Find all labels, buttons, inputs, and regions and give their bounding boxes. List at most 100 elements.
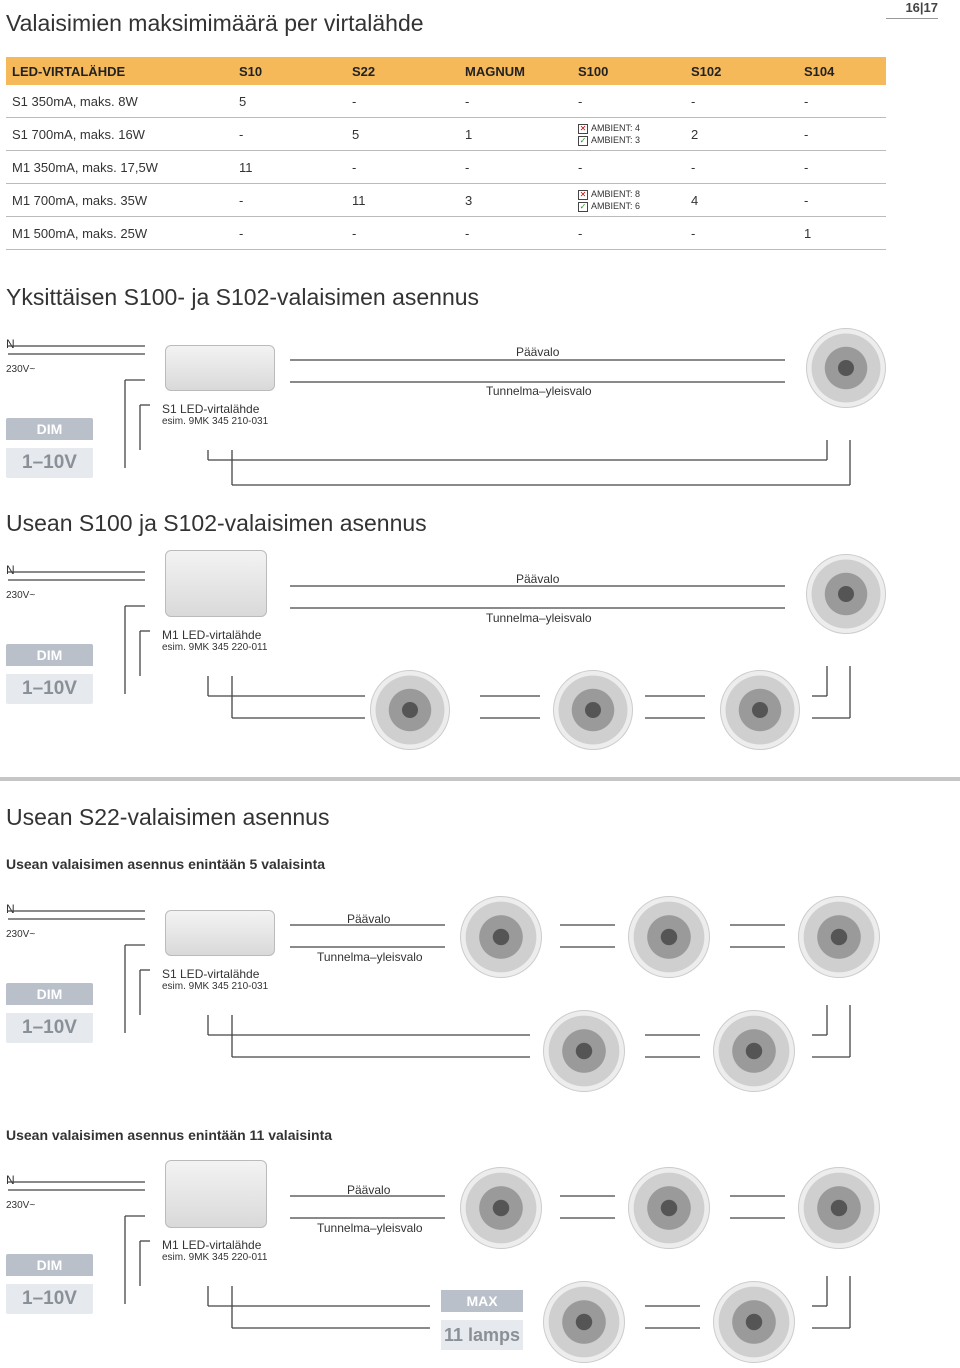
table-cell: M1 500mA, maks. 25W xyxy=(6,216,233,250)
section-title: Yksittäisen S100- ja S102-valaisimen ase… xyxy=(6,284,480,310)
table-cell: 1 xyxy=(798,216,886,250)
table-row: M1 350mA, maks. 17,5W 11 - - - - - xyxy=(6,150,886,184)
luminaire-image xyxy=(460,896,542,978)
luminaire-image xyxy=(370,670,450,750)
table-cell: - xyxy=(798,85,886,118)
voltage-label: 230V~ xyxy=(6,929,36,940)
table-cell: - xyxy=(685,150,798,184)
dim-badge: DIM xyxy=(6,644,93,666)
table-cell: - xyxy=(798,150,886,184)
section-title: Usean S100 ja S102-valaisimen asennus xyxy=(6,510,427,536)
table-row: M1 700mA, maks. 35W - 11 3 ✕AMBIENT: 8 ✓… xyxy=(6,183,886,217)
luminaire-image xyxy=(628,896,710,978)
ambient-good: AMBIENT: 3 xyxy=(591,135,641,145)
wiring-diagram xyxy=(8,1181,851,1329)
led-driver-image xyxy=(165,1160,267,1228)
cross-icon: ✕ xyxy=(578,189,588,200)
table-cell: - xyxy=(233,216,346,250)
table-cell: - xyxy=(346,85,459,118)
table-cell: 4 xyxy=(685,183,798,217)
spec-table: LED-VIRTALÄHDE S10 S22 MAGNUM S100 S102 … xyxy=(6,57,886,250)
table-row: M1 500mA, maks. 25W - - - - - 1 xyxy=(6,216,886,250)
section-subtitle: Usean valaisimen asennus enintään 11 val… xyxy=(6,1127,333,1143)
check-icon: ✓ xyxy=(578,135,588,146)
voltage-label: 230V~ xyxy=(6,364,36,375)
paavalo-label: Päävalo xyxy=(347,912,391,926)
driver-example: esim. 9MK 345 210-031 xyxy=(162,981,269,992)
table-header: S104 xyxy=(798,57,886,85)
page-title: Valaisimien maksimimäärä per virtalähde xyxy=(6,10,424,36)
voltage-label: 230V~ xyxy=(6,1200,36,1211)
luminaire-image xyxy=(806,328,886,408)
paavalo-label: Päävalo xyxy=(516,572,560,586)
luminaire-image xyxy=(720,670,800,750)
table-cell: M1 350mA, maks. 17,5W xyxy=(6,150,233,184)
table-header: LED-VIRTALÄHDE xyxy=(6,57,233,85)
dim-badge: DIM xyxy=(6,418,93,440)
cross-icon: ✕ xyxy=(578,123,588,134)
driver-label: S1 LED-virtalähde xyxy=(162,967,260,981)
table-row: S1 350mA, maks. 8W 5 - - - - - xyxy=(6,85,886,118)
table-header: S10 xyxy=(233,57,346,85)
table-cell: - xyxy=(459,150,572,184)
table-header: S102 xyxy=(685,57,798,85)
dim-badge: DIM xyxy=(6,1254,93,1276)
tunnelma-label: Tunnelma–yleisvalo xyxy=(317,950,423,964)
table-cell: 3 xyxy=(459,183,572,217)
ambient-cell: ✕AMBIENT: 4 ✓AMBIENT: 3 xyxy=(572,117,685,151)
table-cell: 11 xyxy=(346,183,459,217)
dim-range-badge: 1–10V xyxy=(6,1013,93,1043)
table-cell: - xyxy=(459,85,572,118)
dim-badge: DIM xyxy=(6,983,93,1005)
table-header: S100 xyxy=(572,57,685,85)
check-icon: ✓ xyxy=(578,201,588,212)
ambient-good: AMBIENT: 6 xyxy=(591,201,641,211)
table-cell: - xyxy=(459,216,572,250)
dim-range-badge: 1–10V xyxy=(6,1284,93,1314)
table-header-row: LED-VIRTALÄHDE S10 S22 MAGNUM S100 S102 … xyxy=(6,57,886,85)
neutral-label: N xyxy=(6,337,15,351)
max-badge: MAX xyxy=(441,1290,523,1312)
table-cell: - xyxy=(346,150,459,184)
neutral-label: N xyxy=(6,563,15,577)
table-cell: S1 350mA, maks. 8W xyxy=(6,85,233,118)
voltage-label: 230V~ xyxy=(6,590,36,601)
tunnelma-label: Tunnelma–yleisvalo xyxy=(486,384,592,398)
driver-example: esim. 9MK 345 220-011 xyxy=(162,642,268,653)
table-cell: 2 xyxy=(685,117,798,151)
table-cell: 5 xyxy=(233,85,346,118)
table-cell: - xyxy=(572,85,685,118)
luminaire-image xyxy=(713,1010,795,1092)
tunnelma-label: Tunnelma–yleisvalo xyxy=(486,611,592,625)
wiring-diagram xyxy=(8,571,851,719)
table-cell: - xyxy=(572,216,685,250)
luminaire-image xyxy=(543,1010,625,1092)
led-driver-image xyxy=(165,550,267,617)
table-cell: M1 700mA, maks. 35W xyxy=(6,183,233,217)
section-subtitle: Usean valaisimen asennus enintään 5 vala… xyxy=(6,856,326,872)
led-driver-image xyxy=(165,345,275,391)
paavalo-label: Päävalo xyxy=(347,1183,391,1197)
paavalo-label: Päävalo xyxy=(516,345,560,359)
table-cell: - xyxy=(798,117,886,151)
ambient-cell: ✕AMBIENT: 8 ✓AMBIENT: 6 xyxy=(572,183,685,217)
ambient-bad: AMBIENT: 4 xyxy=(591,123,641,133)
driver-label: M1 LED-virtalähde xyxy=(162,628,262,642)
wiring-diagram xyxy=(8,910,851,1058)
dim-range-badge: 1–10V xyxy=(6,674,93,704)
table-cell: - xyxy=(572,150,685,184)
table-cell: - xyxy=(685,85,798,118)
dim-range-badge: 1–10V xyxy=(6,448,93,478)
luminaire-image xyxy=(553,670,633,750)
section-title: Usean S22-valaisimen asennus xyxy=(6,804,330,830)
page-number-divider xyxy=(886,18,938,19)
neutral-label: N xyxy=(6,1173,15,1187)
wiring-diagram xyxy=(8,345,851,486)
led-driver-image xyxy=(165,910,275,956)
table-cell: - xyxy=(346,216,459,250)
driver-example: esim. 9MK 345 220-011 xyxy=(162,1252,268,1263)
luminaire-image xyxy=(713,1281,795,1363)
driver-label: S1 LED-virtalähde xyxy=(162,402,260,416)
neutral-label: N xyxy=(6,902,15,916)
table-cell: - xyxy=(233,117,346,151)
